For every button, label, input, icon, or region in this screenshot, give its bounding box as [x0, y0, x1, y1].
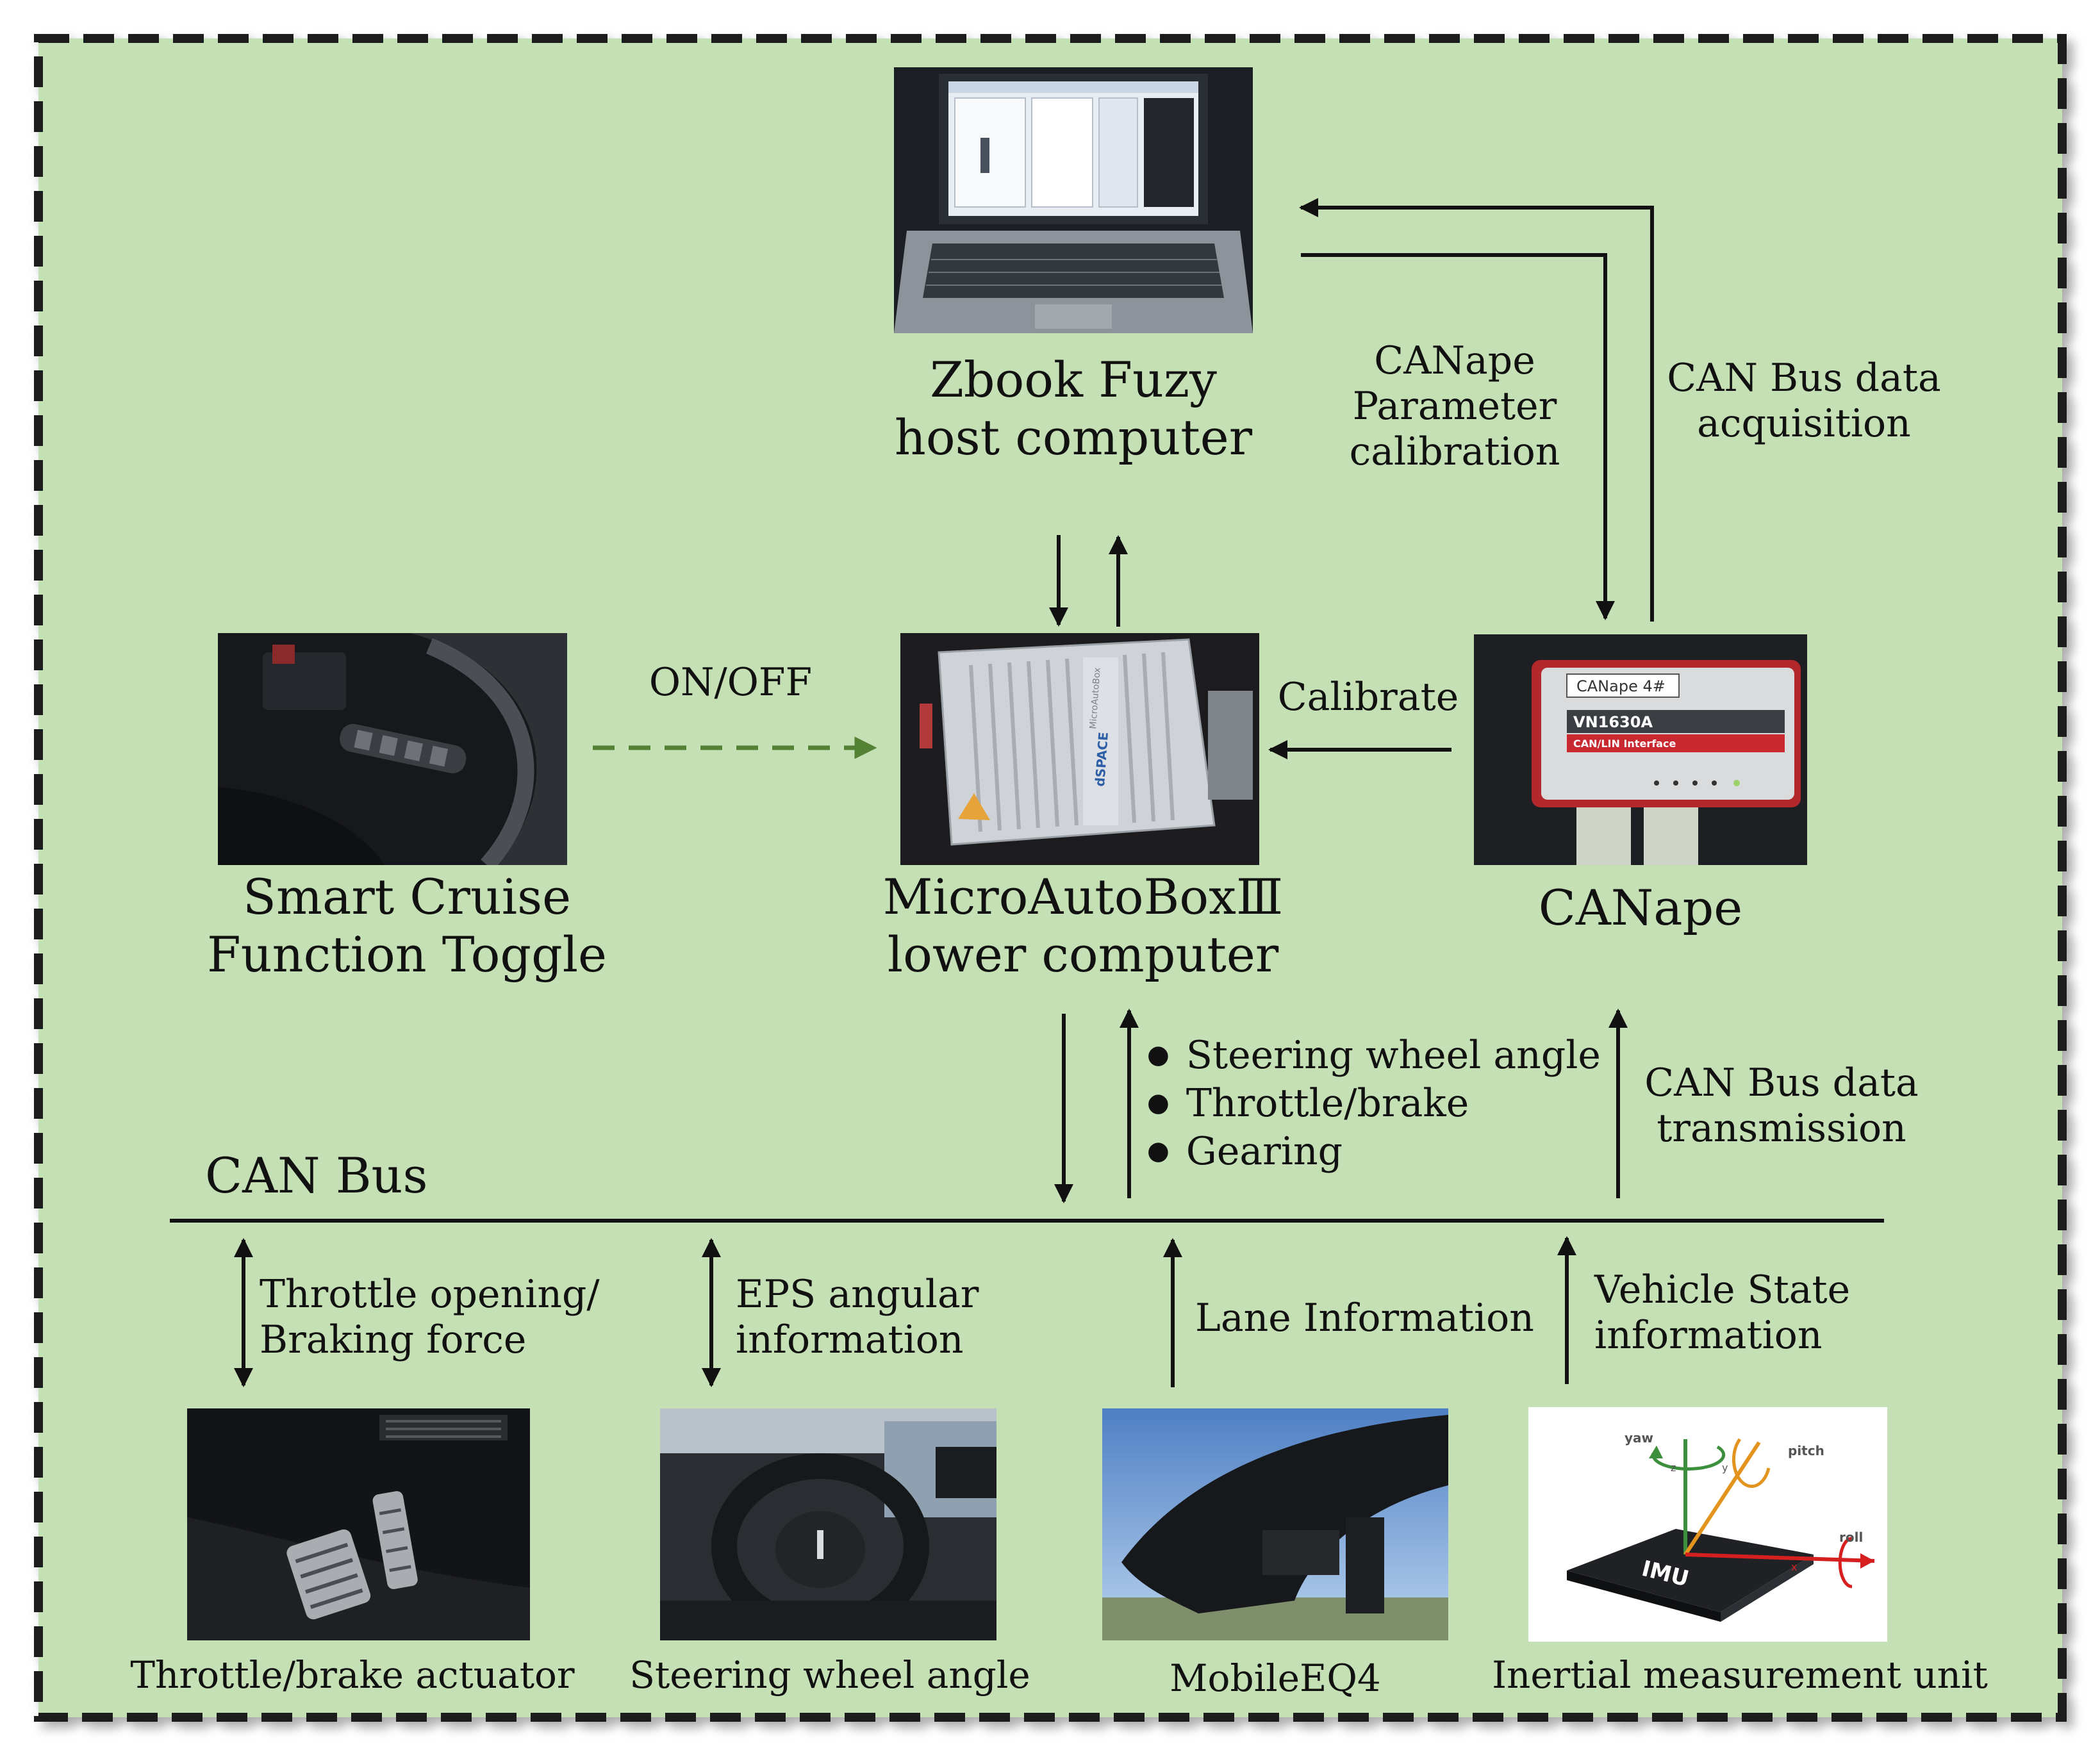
- host-computer-line1: Zbook Fuzy: [930, 351, 1217, 408]
- canape-device-photo: CANape 4# VN1630A CAN/LIN Interface: [1474, 634, 1807, 865]
- canape-label: CANape: [1538, 879, 1743, 936]
- steering-wheel-photo: [660, 1408, 996, 1640]
- arrow-host-to-canape: [1301, 253, 1615, 620]
- transmission-line2: transmission: [1657, 1105, 1906, 1151]
- imu-photo: IMU yaw pitch roll z y x: [1528, 1407, 1887, 1642]
- host-computer-line2: host computer: [894, 408, 1253, 466]
- onoff-edge-label: ON/OFF: [649, 660, 813, 705]
- microautobox-photo: dSPACE MicroAutoBox: [900, 633, 1259, 865]
- signal-item: Throttle/brake: [1147, 1080, 1601, 1128]
- throttle-opening-edge-label: Throttle opening/ Braking force: [260, 1272, 600, 1363]
- vehicle-state-line2: information: [1594, 1312, 1823, 1358]
- eps-edge-label: EPS angular information: [736, 1272, 979, 1363]
- imu-roll-label: roll: [1839, 1530, 1863, 1545]
- acquisition-edge-label: CAN Bus data acquisition: [1653, 356, 1955, 447]
- throttle-opening-line1: Throttle opening/: [260, 1272, 600, 1317]
- eps-line2: information: [736, 1317, 964, 1362]
- calibration-edge-label: CANape Parameter calibration: [1320, 338, 1589, 474]
- acquisition-line2: acquisition: [1697, 400, 1911, 446]
- lane-edge-label: Lane Information: [1195, 1296, 1534, 1340]
- eps-line1: EPS angular: [736, 1272, 979, 1317]
- toggle-line1: Smart Cruise: [242, 868, 572, 925]
- lower-computer-line2: lower computer: [887, 925, 1279, 983]
- transmission-line1: CAN Bus data: [1644, 1060, 1919, 1105]
- vehicle-state-line1: Vehicle State: [1594, 1267, 1851, 1312]
- imu-label: Inertial measurement unit: [1492, 1653, 1988, 1697]
- toggle-label: Smart Cruise Function Toggle: [163, 868, 650, 983]
- throttle-actuator-label: Throttle/brake actuator: [130, 1653, 575, 1697]
- signal-item: Steering wheel angle: [1147, 1032, 1601, 1080]
- calibrate-edge-label: Calibrate: [1277, 675, 1459, 720]
- transmission-edge-label: CAN Bus data transmission: [1631, 1060, 1932, 1151]
- lower-computer-line1: MicroAutoBoxⅢ: [882, 868, 1284, 925]
- signal-item: Gearing: [1147, 1128, 1601, 1176]
- imu-x-label: x: [1791, 1561, 1797, 1573]
- canape-interface-text: CAN/LIN Interface: [1573, 738, 1676, 750]
- toggle-line2: Function Toggle: [206, 925, 608, 983]
- host-computer-photo: [894, 67, 1253, 333]
- imu-pitch-label: pitch: [1788, 1443, 1824, 1458]
- microautobox-print: MicroAutoBox: [1088, 667, 1103, 729]
- mobileeq4-photo: [1102, 1408, 1448, 1640]
- throttle-opening-line2: Braking force: [260, 1317, 527, 1362]
- throttle-brake-photo: [187, 1408, 530, 1640]
- calibration-line3: calibration: [1349, 429, 1560, 474]
- steering-angle-label: Steering wheel angle: [629, 1653, 1030, 1697]
- smart-cruise-toggle-photo: [218, 633, 567, 865]
- host-computer-label: Zbook Fuzy host computer: [839, 351, 1307, 466]
- vehicle-state-edge-label: Vehicle State information: [1594, 1267, 1850, 1358]
- imu-z-label: z: [1671, 1462, 1676, 1474]
- canape-model-text: VN1630A: [1573, 713, 1653, 731]
- can-bus-label: CAN Bus: [205, 1147, 428, 1204]
- mobileeq4-label: MobileEQ4: [1170, 1656, 1381, 1700]
- lower-computer-label: MicroAutoBoxⅢ lower computer: [833, 868, 1333, 983]
- calibration-line1: CANape: [1374, 338, 1535, 383]
- dspace-logo: dSPACE: [1092, 732, 1111, 788]
- acquisition-line1: CAN Bus data: [1667, 356, 1941, 400]
- arrow-canape-to-host: [1299, 198, 1654, 622]
- signal-list: Steering wheel angle Throttle/brake Gear…: [1147, 1032, 1601, 1176]
- imu-y-label: y: [1722, 1462, 1728, 1474]
- imu-yaw-label: yaw: [1625, 1430, 1653, 1446]
- canape-badge-text: CANape 4#: [1576, 677, 1666, 695]
- calibration-line2: Parameter: [1352, 383, 1557, 429]
